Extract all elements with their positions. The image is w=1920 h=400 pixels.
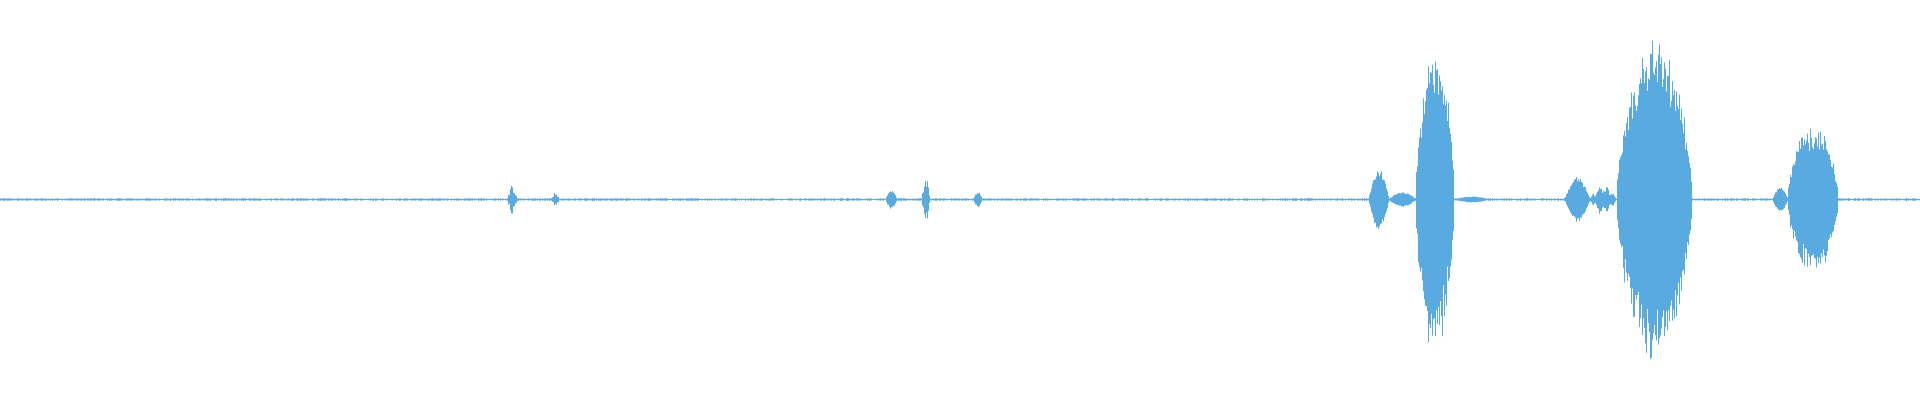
waveform-bars bbox=[0, 40, 1920, 359]
